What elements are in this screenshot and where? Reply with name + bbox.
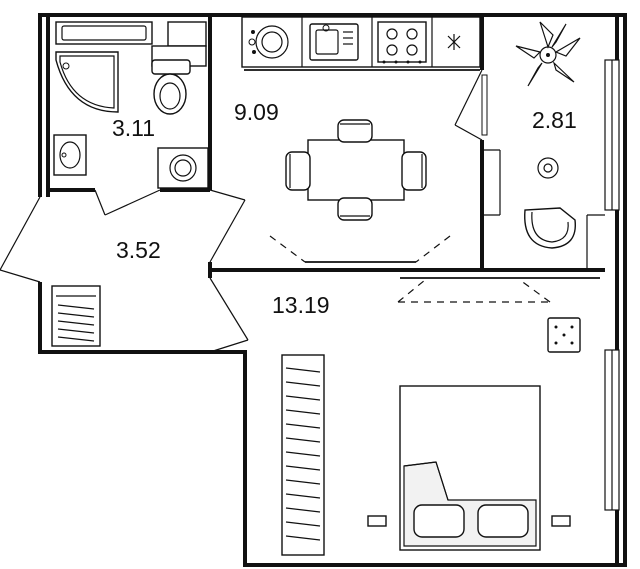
wardrobe-living (281, 354, 325, 556)
chair-top (337, 119, 373, 143)
area-label-hallway: 3.52 (116, 237, 161, 263)
area-label-balcony: 2.81 (532, 107, 577, 133)
shower-cabin (55, 51, 119, 113)
door-kitchen[interactable] (209, 189, 246, 263)
toilet (151, 59, 191, 115)
fridge-icon (447, 34, 461, 50)
pillow-right (477, 504, 529, 538)
tv-stand (547, 317, 581, 353)
door-entrance[interactable] (0, 196, 41, 283)
window-right-lower (604, 349, 620, 511)
chair-bottom (337, 197, 373, 221)
hallway-wardrobe (51, 285, 101, 347)
dishwasher-drum (248, 25, 289, 59)
interior-walls (48, 15, 605, 565)
cooktop (377, 21, 427, 64)
chair-left (285, 151, 311, 191)
nightstand-left (367, 515, 387, 527)
pillow-left (413, 504, 465, 538)
area-label-bathroom: 3.11 (112, 115, 155, 141)
chair-right (401, 151, 427, 191)
nightstand-right (551, 515, 571, 527)
area-label-living-room: 13.19 (272, 292, 330, 318)
area-label-kitchen: 9.09 (234, 99, 279, 125)
bathtub-top (55, 21, 153, 45)
window-right-upper (604, 59, 620, 211)
washing-machine (157, 147, 209, 189)
kitchen-sink (309, 23, 359, 61)
door-living-room[interactable] (209, 277, 249, 353)
armchair (524, 207, 576, 249)
door-balcony[interactable] (454, 69, 483, 141)
kitchen-counter (241, 16, 481, 71)
plant-icon (515, 21, 581, 87)
overhead-shelf (397, 277, 600, 303)
dining-table (307, 139, 405, 201)
side-table (537, 157, 559, 179)
ceiling-outline-kitchen (269, 235, 451, 263)
sink (53, 134, 87, 176)
balcony-glazing (481, 74, 605, 270)
door-bathroom[interactable] (94, 189, 161, 216)
